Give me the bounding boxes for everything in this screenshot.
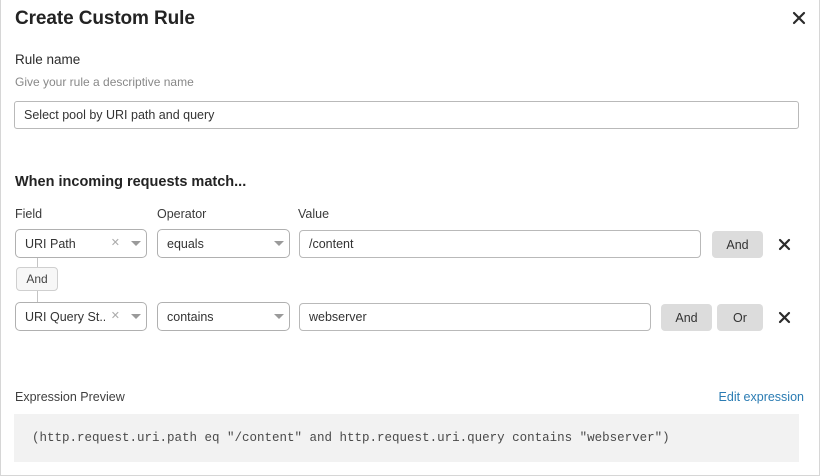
and-button-row-1[interactable]: And: [712, 231, 763, 258]
connector-line-top: [37, 258, 38, 268]
field-select-value-row-1: URI Path: [25, 236, 76, 251]
rule-name-label: Rule name: [15, 52, 81, 67]
or-button-row-2[interactable]: Or: [717, 304, 763, 331]
expression-preview-box: (http.request.uri.path eq "/content" and…: [14, 414, 799, 462]
expression-preview-text: (http.request.uri.path eq "/content" and…: [32, 431, 670, 445]
close-icon[interactable]: [787, 6, 811, 30]
match-section-heading: When incoming requests match...: [15, 174, 247, 190]
and-button-row-2[interactable]: And: [661, 304, 712, 331]
rule-name-help-text: Give your rule a descriptive name: [15, 75, 194, 89]
column-header-operator: Operator: [157, 207, 207, 221]
expression-preview-label: Expression Preview: [15, 390, 125, 404]
delete-row-2-icon[interactable]: [774, 307, 794, 327]
column-header-field: Field: [15, 207, 43, 221]
delete-row-1-icon[interactable]: [774, 234, 794, 254]
close-small-icon[interactable]: ✕: [110, 237, 120, 249]
column-header-value: Value: [298, 207, 330, 221]
field-select-row-1[interactable]: URI Path ✕: [15, 229, 147, 258]
value-input-row-2[interactable]: [299, 303, 651, 331]
close-small-icon[interactable]: ✕: [110, 310, 120, 322]
chevron-down-icon[interactable]: [269, 241, 289, 246]
chevron-down-icon[interactable]: [269, 314, 289, 319]
rule-name-input[interactable]: [14, 101, 799, 129]
dialog-title: Create Custom Rule: [15, 8, 195, 29]
connector-line-bottom: [37, 291, 38, 302]
chevron-down-icon[interactable]: [126, 314, 146, 319]
field-select-row-2[interactable]: URI Query St... ✕: [15, 302, 147, 331]
operator-select-value-row-1: equals: [167, 236, 204, 251]
group-connector-and-badge[interactable]: And: [16, 267, 58, 291]
operator-select-row-2[interactable]: contains: [157, 302, 290, 331]
value-input-row-1[interactable]: [299, 230, 701, 258]
operator-select-value-row-2: contains: [167, 309, 214, 324]
operator-select-row-1[interactable]: equals: [157, 229, 290, 258]
edit-expression-link[interactable]: Edit expression: [718, 390, 804, 404]
chevron-down-icon[interactable]: [126, 241, 146, 246]
field-select-value-row-2: URI Query St...: [25, 309, 105, 324]
